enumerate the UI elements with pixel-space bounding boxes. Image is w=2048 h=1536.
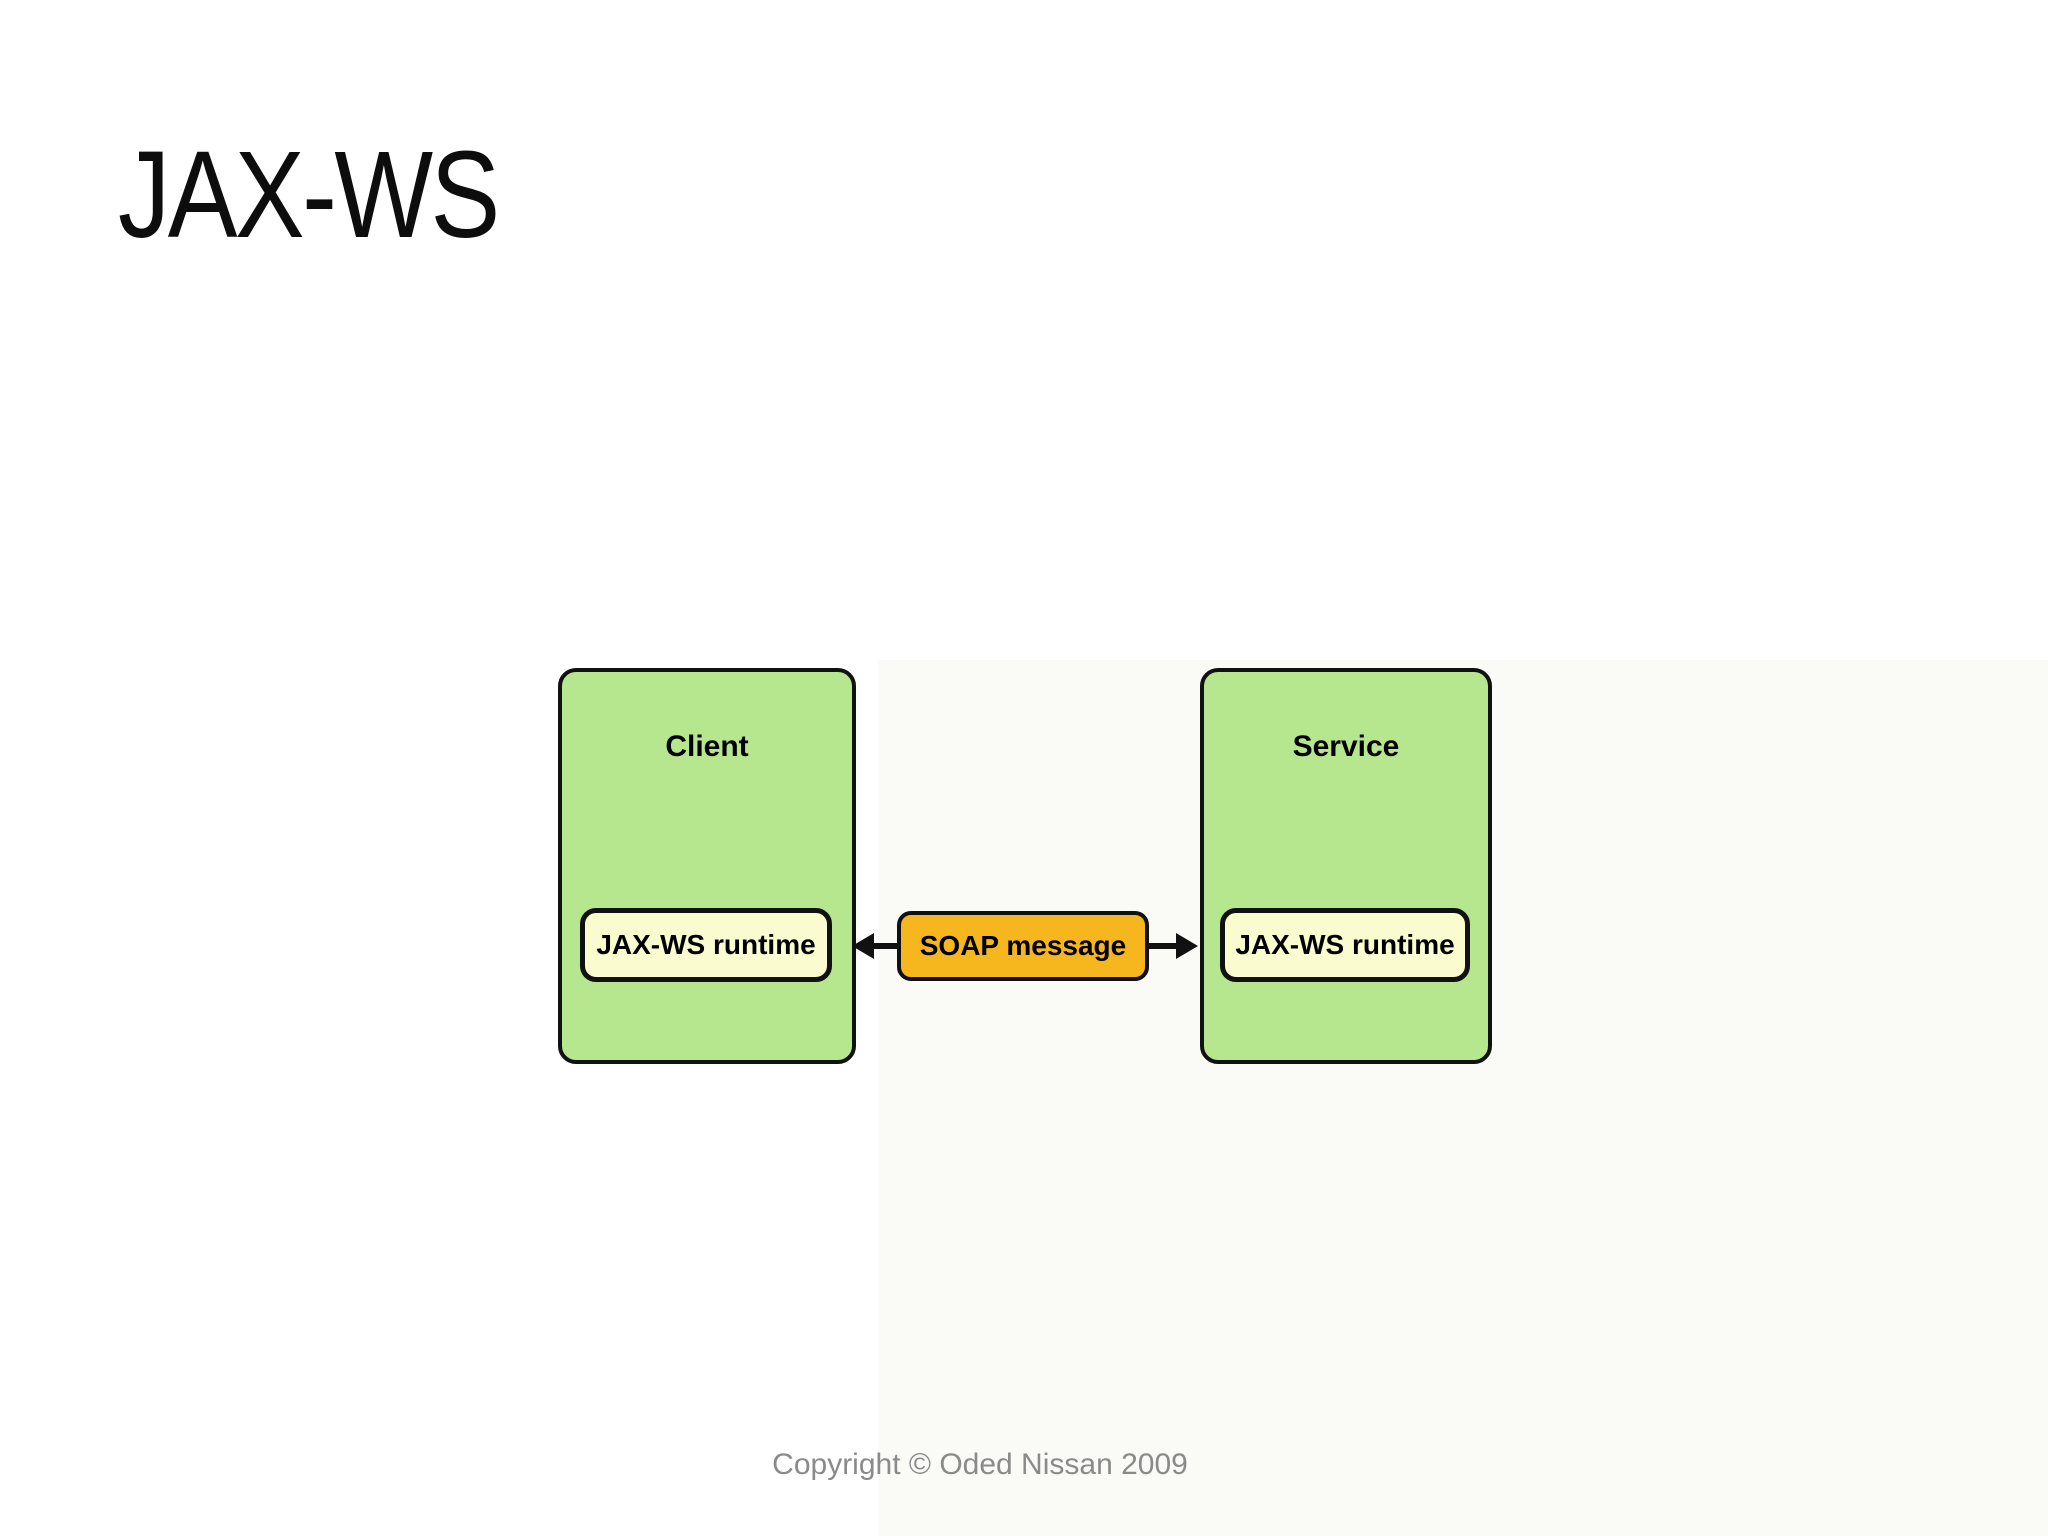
arrowhead-right-icon [1176,933,1198,959]
service-runtime-box: JAX-WS runtime [1220,908,1470,982]
soap-message-box: SOAP message [897,911,1149,981]
service-box: Service [1200,668,1492,1064]
service-box-title: Service [1292,730,1400,763]
arrowhead-left-icon [852,933,874,959]
client-box-title: Client [665,730,749,763]
left-arrow-line [872,943,898,949]
client-runtime-box: JAX-WS runtime [580,908,832,982]
soap-message-label: SOAP message [919,930,1127,961]
client-runtime-label: JAX-WS runtime [596,929,816,960]
page-title: JAX-WS [118,127,500,264]
service-runtime-label: JAX-WS runtime [1235,929,1455,960]
copyright-footer: Copyright © Oded Nissan 2009 [772,1448,1188,1481]
client-box: Client [558,668,856,1064]
right-arrow-line [1149,943,1177,949]
